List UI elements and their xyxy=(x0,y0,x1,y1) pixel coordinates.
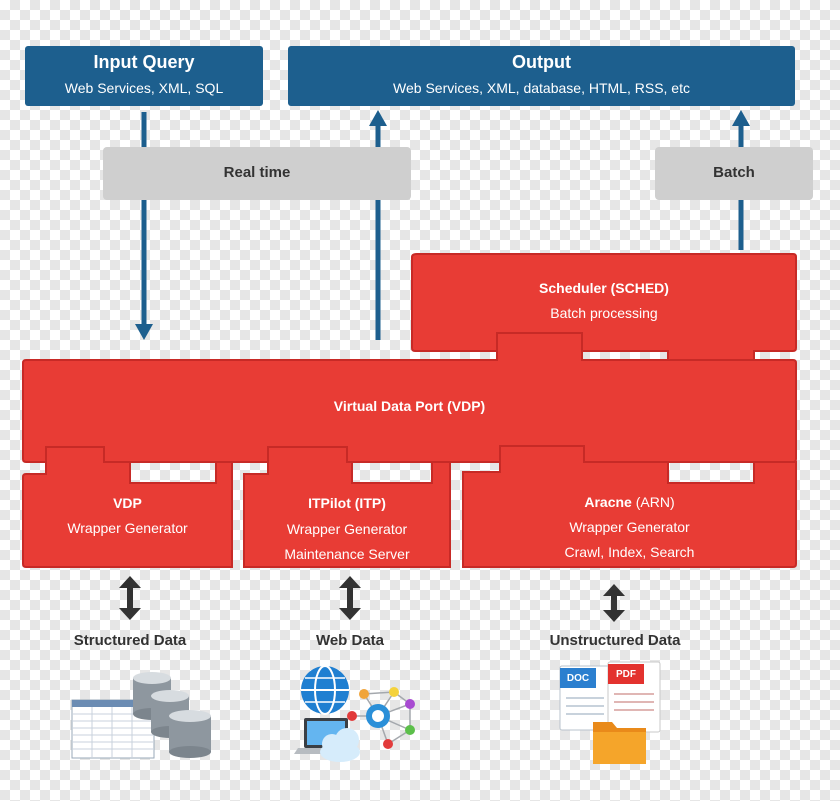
network-icon xyxy=(347,687,415,749)
double-arrow-unstructured xyxy=(603,584,625,622)
folder-icon xyxy=(593,722,646,764)
input-query-box xyxy=(25,46,263,106)
doc-file-icon xyxy=(559,665,611,731)
double-arrow-structured xyxy=(119,576,141,620)
input-query-title: Input Query xyxy=(93,52,195,72)
vdp-wrapper-block xyxy=(22,446,233,568)
scheduler-block xyxy=(411,253,797,370)
web-data-label: Web Data xyxy=(315,632,385,649)
vdp-wrapper-title: VDP xyxy=(113,495,142,511)
batch-label: Batch xyxy=(713,164,755,181)
output-subtitle: Web Services, XML, database, HTML, RSS, … xyxy=(393,80,690,96)
pdf-badge-label: PDF xyxy=(616,669,636,680)
output-title: Output xyxy=(512,52,571,72)
vdp-title: Virtual Data Port (VDP) xyxy=(333,398,486,414)
output-box xyxy=(288,46,795,106)
arrow-input-to-vdp-head xyxy=(135,324,153,340)
doc-badge-label: DOC xyxy=(566,673,590,684)
aracne-title-row: Aracne (ARN) xyxy=(463,494,796,511)
aracne-line2: Crawl, Index, Search xyxy=(564,544,695,560)
pdf-file-icon xyxy=(607,661,661,733)
aracne-title-suffix: (ARN) xyxy=(631,494,675,510)
arrow-vdp-to-output-head xyxy=(369,110,387,126)
itpilot-line1: Wrapper Generator xyxy=(286,521,408,537)
scheduler-title: Scheduler (SCHED) xyxy=(539,280,669,296)
aracne-line1: Wrapper Generator xyxy=(569,519,690,535)
cloud-icon xyxy=(320,728,360,762)
aracne-block xyxy=(462,445,797,568)
vdp-wrapper-line1: Wrapper Generator xyxy=(67,520,188,536)
unstructured-data-label: Unstructured Data xyxy=(549,632,681,649)
input-query-subtitle: Web Services, XML, SQL xyxy=(64,80,224,96)
scheduler-subtitle: Batch processing xyxy=(550,305,658,321)
database-icon xyxy=(71,672,211,759)
arrow-sched-to-output-head xyxy=(732,110,750,126)
double-arrow-web xyxy=(339,576,361,620)
batch-box xyxy=(655,147,813,200)
itpilot-block xyxy=(243,446,451,568)
itpilot-line2: Maintenance Server xyxy=(284,546,410,562)
aracne-title: Aracne xyxy=(584,494,632,510)
itpilot-title: ITPilot (ITP) xyxy=(308,495,386,511)
globe-icon xyxy=(301,665,349,715)
structured-data-label: Structured Data xyxy=(73,632,187,649)
realtime-box xyxy=(103,147,411,200)
realtime-label: Real time xyxy=(223,164,291,181)
